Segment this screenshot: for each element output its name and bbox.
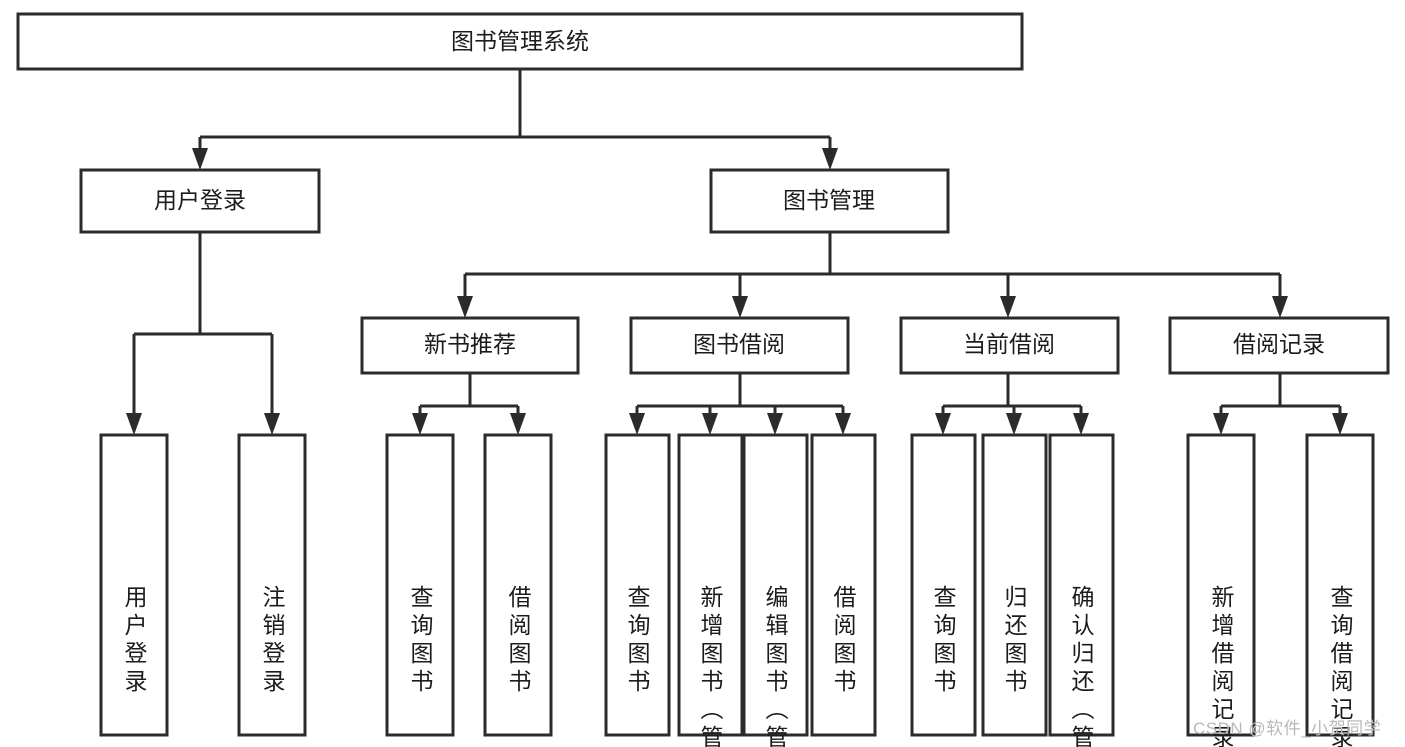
- leaf-label-borrow-book-newbook: 借阅图书: [505, 585, 532, 697]
- arrow-head-icon: [126, 413, 142, 435]
- arrow-head-icon: [935, 413, 951, 435]
- leaf-box-add-borrow-record[interactable]: [1186, 433, 1256, 737]
- leaf-box-confirm-return-admin[interactable]: [1048, 433, 1115, 737]
- leaf-node-borrow-book[interactable]: 借阅图书: [810, 433, 877, 737]
- leaf-label-user-login: 用户登录: [121, 585, 148, 697]
- leaf-node-return-book[interactable]: 归还图书: [981, 433, 1048, 737]
- node-box-root[interactable]: [16, 12, 1024, 71]
- leaf-box-query-book-current[interactable]: [910, 433, 977, 737]
- arrow-head-icon: [1213, 413, 1229, 435]
- arrow-head-icon: [835, 413, 851, 435]
- leaf-box-borrow-book-newbook[interactable]: [483, 433, 553, 737]
- leaf-label-query-book-newbook: 查询图书: [407, 585, 434, 697]
- arrow-head-icon: [1272, 296, 1288, 318]
- leaf-box-return-book[interactable]: [981, 433, 1048, 737]
- node-box-user-login[interactable]: [79, 168, 321, 234]
- node-book-management[interactable]: 图书管理: [709, 168, 950, 234]
- leaf-label-return-book: 归还图书: [1001, 585, 1028, 697]
- leaf-node-borrow-book-newbook[interactable]: 借阅图书: [483, 433, 553, 737]
- node-current-borrow[interactable]: 当前借阅: [899, 316, 1120, 375]
- arrow-head-icon: [732, 296, 748, 318]
- leaf-node-confirm-return-admin[interactable]: 确认归还（管理员）: [1048, 433, 1115, 747]
- node-label-borrow-records: 借阅记录: [1233, 331, 1325, 357]
- leaf-node-add-borrow-record[interactable]: 新增借阅记录: [1186, 433, 1256, 747]
- leaf-label-confirm-return-admin: 确认归还（管理员）: [1068, 585, 1095, 747]
- leaf-node-query-book-current[interactable]: 查询图书: [910, 433, 977, 737]
- connector-group-user-login: [126, 232, 280, 435]
- arrow-head-icon: [702, 413, 718, 435]
- leaf-label-edit-book-admin: 编辑图书（管理员）: [762, 585, 789, 747]
- leaf-box-edit-book-admin[interactable]: [742, 433, 809, 737]
- node-box-book-borrow[interactable]: [629, 316, 850, 375]
- leaf-label-add-borrow-record: 新增借阅记录: [1208, 585, 1235, 747]
- connector-group-book-borrow: [629, 373, 851, 435]
- leaf-label-logout: 注销登录: [259, 585, 286, 697]
- node-book-borrow[interactable]: 图书借阅: [629, 316, 850, 375]
- leaf-label-borrow-book: 借阅图书: [830, 585, 857, 697]
- arrow-head-icon: [1006, 413, 1022, 435]
- leaf-node-add-book-admin[interactable]: 新增图书（管理员）: [677, 433, 744, 747]
- leaf-label-query-book-borrow: 查询图书: [624, 585, 651, 697]
- node-label-book-borrow: 图书借阅: [693, 331, 785, 357]
- arrow-head-icon: [192, 148, 208, 170]
- leaf-box-query-book-borrow[interactable]: [604, 433, 671, 737]
- node-label-root: 图书管理系统: [451, 28, 589, 54]
- leaf-box-query-borrow-record[interactable]: [1305, 433, 1375, 737]
- node-new-book-recommend[interactable]: 新书推荐: [360, 316, 580, 375]
- arrow-head-icon: [412, 413, 428, 435]
- arrow-head-icon: [510, 413, 526, 435]
- connector-group-book-management: [457, 232, 1288, 318]
- leaf-node-edit-book-admin[interactable]: 编辑图书（管理员）: [742, 433, 809, 747]
- connector-group-borrow-records: [1213, 373, 1348, 435]
- leaf-box-borrow-book[interactable]: [810, 433, 877, 737]
- leaf-node-query-book-borrow[interactable]: 查询图书: [604, 433, 671, 737]
- leaf-node-query-book-newbook[interactable]: 查询图书: [385, 433, 455, 737]
- node-borrow-records[interactable]: 借阅记录: [1168, 316, 1390, 375]
- leaf-label-query-borrow-record: 查询借阅记录: [1327, 585, 1354, 747]
- connector-group-current-borrow: [935, 373, 1089, 435]
- node-user-login[interactable]: 用户登录: [79, 168, 321, 234]
- node-label-current-borrow: 当前借阅: [963, 331, 1055, 357]
- arrow-head-icon: [1332, 413, 1348, 435]
- arrow-head-icon: [1000, 296, 1016, 318]
- arrow-head-icon: [629, 413, 645, 435]
- leaf-node-query-borrow-record[interactable]: 查询借阅记录: [1305, 433, 1375, 747]
- connector-group-root: [192, 69, 838, 170]
- arrow-head-icon: [822, 148, 838, 170]
- arrow-head-icon: [767, 413, 783, 435]
- leaf-box-query-book-newbook[interactable]: [385, 433, 455, 737]
- leaf-node-logout[interactable]: 注销登录: [237, 433, 307, 737]
- leaf-box-logout[interactable]: [237, 433, 307, 737]
- leaf-box-user-login[interactable]: [99, 433, 169, 737]
- node-label-book-management: 图书管理: [783, 187, 875, 213]
- node-root-system[interactable]: 图书管理系统: [16, 12, 1024, 71]
- arrow-head-icon: [264, 413, 280, 435]
- node-box-borrow-records[interactable]: [1168, 316, 1390, 375]
- node-box-new-book-recommend[interactable]: [360, 316, 580, 375]
- node-label-user-login: 用户登录: [154, 187, 246, 213]
- leaf-label-add-book-admin: 新增图书（管理员）: [697, 585, 724, 747]
- arrow-head-icon: [457, 296, 473, 318]
- node-label-new-book-recommend: 新书推荐: [424, 331, 516, 357]
- csdn-watermark: CSDN @软件_小贺同学: [1193, 719, 1382, 738]
- node-box-book-management[interactable]: [709, 168, 950, 234]
- node-box-current-borrow[interactable]: [899, 316, 1120, 375]
- leaf-label-query-book-current: 查询图书: [930, 585, 957, 697]
- leaf-node-user-login[interactable]: 用户登录: [99, 433, 169, 737]
- arrow-head-icon: [1073, 413, 1089, 435]
- leaf-box-add-book-admin[interactable]: [677, 433, 744, 737]
- connector-group-new-book: [412, 373, 526, 435]
